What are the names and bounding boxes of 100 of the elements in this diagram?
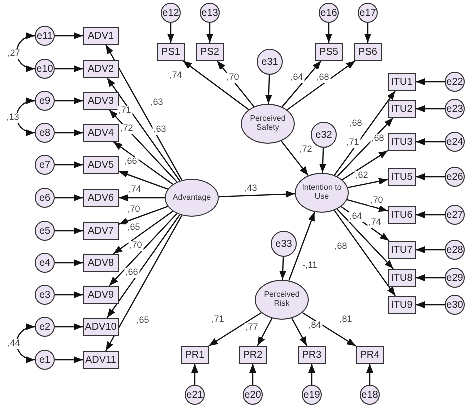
arrow (55, 260, 83, 266)
edge-label: ,68 (370, 134, 386, 144)
error-circle: e19 (302, 385, 322, 405)
edge-label: ,62 (354, 171, 370, 181)
arrow (287, 60, 356, 111)
edge-label: ,68 (316, 73, 330, 83)
edge-label: ,13 (6, 113, 20, 123)
arrow (416, 106, 445, 112)
arrow (55, 32, 83, 40)
arrow (320, 148, 326, 174)
error-circle: e17 (358, 3, 378, 23)
arrow (109, 213, 178, 286)
error-circle: e10 (35, 59, 55, 79)
edge-label: ,43 (244, 184, 258, 194)
arrow (416, 246, 445, 254)
edge-label: ,70 (128, 241, 144, 251)
arrow (113, 211, 174, 254)
edge-label: ,64 (290, 73, 304, 83)
arrow (55, 292, 83, 298)
error-circle: e9 (35, 91, 55, 111)
indicator-box: ITU9 (388, 296, 416, 314)
edge-label: ,64 (348, 212, 364, 222)
edge-label: ,27 (6, 49, 22, 59)
arrow (342, 150, 388, 180)
arrow (337, 118, 394, 178)
covariance-arrow (16, 34, 36, 72)
covariance-arrow (16, 324, 36, 362)
error-circle: e18 (360, 385, 380, 405)
arrow (308, 364, 316, 385)
arrow (282, 60, 322, 108)
edge-label: ,70 (370, 196, 384, 206)
arrow (119, 194, 165, 202)
indicator-box: PR2 (239, 346, 267, 364)
edge-label: ,65 (126, 223, 142, 233)
indicator-box: ITU1 (388, 73, 416, 91)
indicator-box: ITU8 (388, 269, 416, 287)
error-circle: e5 (35, 221, 55, 241)
arrow (206, 23, 214, 43)
arrow (106, 215, 183, 352)
error-circle: e12 (161, 3, 181, 23)
edge-label: ,44 (6, 339, 22, 349)
arrow (208, 312, 262, 347)
arrow (182, 60, 250, 110)
error-circle: e22 (445, 72, 465, 92)
indicator-box: ITU6 (388, 206, 416, 224)
error-circle: e3 (35, 285, 55, 305)
arrow (416, 78, 445, 86)
edge-label: ,77 (244, 323, 260, 333)
arrow (416, 274, 445, 282)
error-circle: e30 (445, 295, 465, 315)
arrow (347, 199, 388, 212)
edge-label: ,68 (334, 242, 348, 252)
arrow (265, 74, 272, 104)
error-circle: e4 (35, 253, 55, 273)
edge-label: ,81 (338, 315, 354, 325)
error-circle: e11 (35, 26, 55, 46)
error-circle: e31 (257, 49, 283, 75)
edge-label: ,66 (124, 268, 140, 278)
arrow (416, 174, 445, 180)
arrow (302, 312, 356, 347)
error-circle: e13 (200, 3, 220, 23)
arrow (106, 78, 180, 182)
arrow (55, 356, 83, 364)
edge-label: ,70 (126, 205, 142, 215)
edge-label: ,63 (152, 125, 168, 135)
indicator-box: PS5 (315, 43, 343, 61)
arrow (55, 194, 83, 202)
indicator-box: PR4 (356, 346, 384, 364)
edge-label: ,63 (150, 98, 164, 108)
covariance-arrow (16, 98, 36, 136)
edge-label: ,74 (128, 185, 142, 195)
arrow (364, 23, 372, 43)
indicator-box: ITU5 (388, 168, 416, 186)
arrow (292, 318, 308, 346)
arrow (216, 60, 255, 108)
edge-label: ,74 (168, 71, 184, 81)
arrow (326, 23, 332, 43)
error-circle: e8 (35, 123, 55, 143)
arrow (416, 302, 445, 308)
arrow (334, 90, 396, 176)
arrow (55, 66, 83, 72)
indicator-box: ADV10 (83, 318, 119, 336)
latent-ellipse: Advantage (165, 179, 219, 217)
edge-label: ,70 (226, 73, 240, 83)
arrow (257, 318, 273, 346)
arrow (168, 23, 174, 43)
arrow (192, 364, 198, 385)
arrow (348, 178, 388, 188)
edge-label: ,74 (368, 218, 382, 228)
arrow (55, 98, 83, 104)
error-circle: e21 (185, 385, 205, 405)
indicator-box: ADV6 (83, 189, 119, 207)
edge-label: ,71 (346, 138, 360, 148)
arrow (106, 44, 183, 181)
arrow (416, 212, 445, 218)
error-circle: e2 (35, 317, 55, 337)
arrow (218, 190, 296, 198)
arrow (118, 206, 168, 226)
error-circle: e33 (271, 231, 297, 257)
latent-ellipse: Intention to Use (295, 173, 349, 213)
